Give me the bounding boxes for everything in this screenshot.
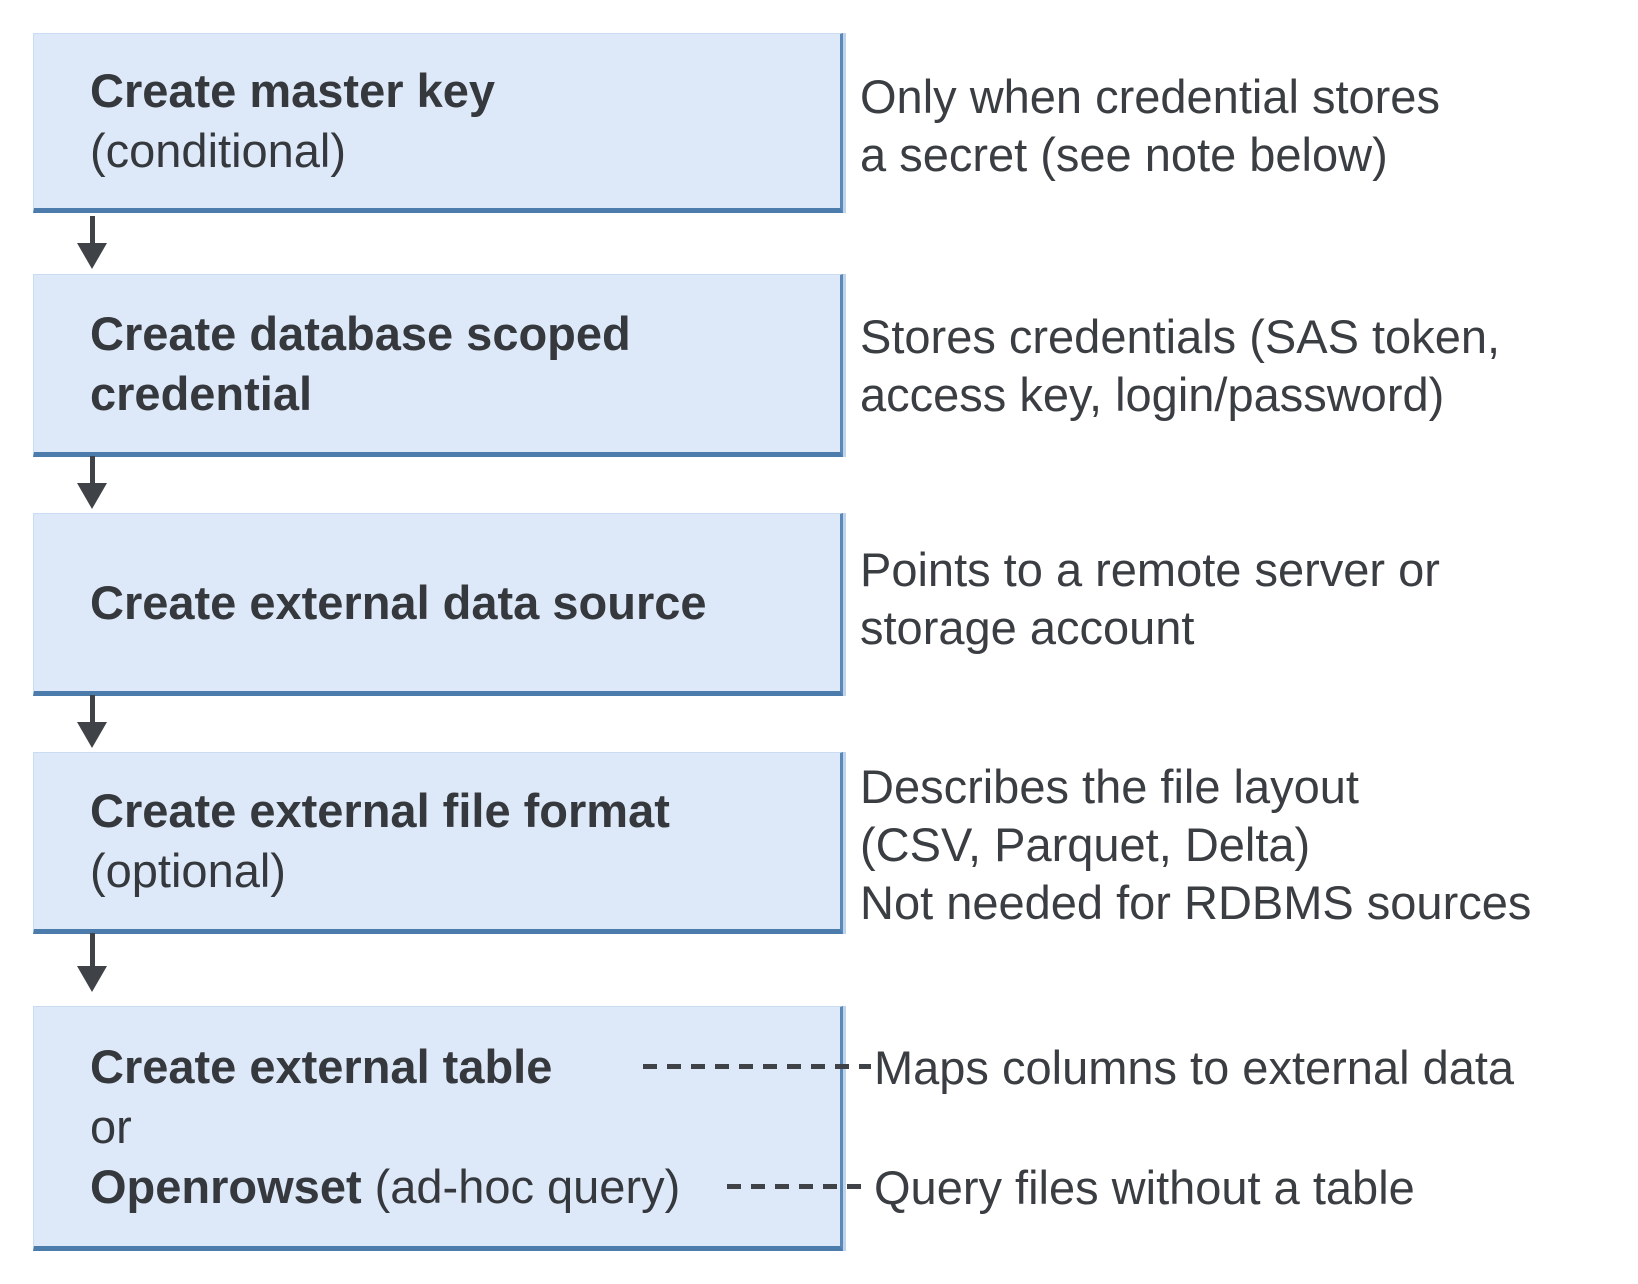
option-b-label: Openrowset(ad-hoc query) bbox=[90, 1157, 840, 1217]
option-a-label: Create external table bbox=[90, 1039, 553, 1093]
dashed-connector-line-external-table bbox=[643, 1064, 871, 1069]
dashed-connector-line-openrowset bbox=[727, 1184, 871, 1189]
arrow-shaft bbox=[89, 695, 95, 722]
arrow-head bbox=[77, 966, 107, 992]
step-qualifier: (optional) bbox=[90, 844, 286, 897]
arrow-down-icon bbox=[77, 933, 107, 992]
arrow-head bbox=[77, 243, 107, 269]
arrow-down-icon bbox=[77, 695, 107, 748]
note-external-table: Maps columns to external data bbox=[874, 1039, 1514, 1097]
step-box-create-external-table-or-openrowset: Create external table or Openrowset(ad-h… bbox=[33, 1006, 843, 1251]
note-openrowset: Query files without a table bbox=[874, 1159, 1415, 1217]
note-external-file-format: Describes the file layout (CSV, Parquet,… bbox=[860, 758, 1531, 932]
option-b-qualifier: (ad-hoc query) bbox=[374, 1159, 681, 1213]
step-box-create-external-data-source: Create external data source bbox=[33, 513, 843, 696]
note-line: storage account bbox=[860, 601, 1195, 654]
step-box-create-external-file-format: Create external file format (optional) bbox=[33, 752, 843, 934]
note-line: access key, login/password) bbox=[860, 368, 1445, 421]
option-b-name: Openrowset bbox=[90, 1159, 362, 1213]
note-line: a secret (see note below) bbox=[860, 128, 1388, 181]
note-line: Maps columns to external data bbox=[874, 1041, 1515, 1094]
note-line: Query files without a table bbox=[874, 1161, 1415, 1214]
note-line: (CSV, Parquet, Delta) bbox=[860, 818, 1311, 871]
step-qualifier: (conditional) bbox=[90, 124, 347, 177]
conjunction-label: or bbox=[90, 1099, 132, 1153]
note-line: Not needed for RDBMS sources bbox=[860, 876, 1532, 929]
arrow-down-icon bbox=[77, 456, 107, 509]
arrow-shaft bbox=[89, 216, 95, 243]
arrow-head bbox=[77, 722, 107, 748]
note-create-master-key: Only when credential stores a secret (se… bbox=[860, 68, 1440, 184]
step-title-line-1: Create database scoped bbox=[90, 306, 631, 360]
note-line: Points to a remote server or bbox=[860, 543, 1440, 596]
arrow-shaft bbox=[89, 456, 95, 483]
note-line: Stores credentials (SAS token, bbox=[860, 310, 1501, 363]
step-title: Create external file format bbox=[90, 784, 670, 837]
note-external-data-source: Points to a remote server or storage acc… bbox=[860, 541, 1440, 657]
note-line: Only when credential stores bbox=[860, 70, 1440, 123]
arrow-head bbox=[77, 483, 107, 509]
step-title: Create master key bbox=[90, 64, 495, 117]
arrow-shaft bbox=[89, 933, 95, 966]
step-box-create-master-key: Create master key (conditional) bbox=[33, 33, 843, 213]
arrow-down-icon bbox=[77, 216, 107, 269]
note-database-scoped-credential: Stores credentials (SAS token, access ke… bbox=[860, 308, 1500, 424]
note-line: Describes the file layout bbox=[860, 760, 1359, 813]
step-box-create-database-scoped-credential: Create database scoped credential bbox=[33, 274, 843, 457]
step-title-line-2: credential bbox=[90, 366, 313, 420]
step-title: Create external data source bbox=[90, 575, 707, 629]
